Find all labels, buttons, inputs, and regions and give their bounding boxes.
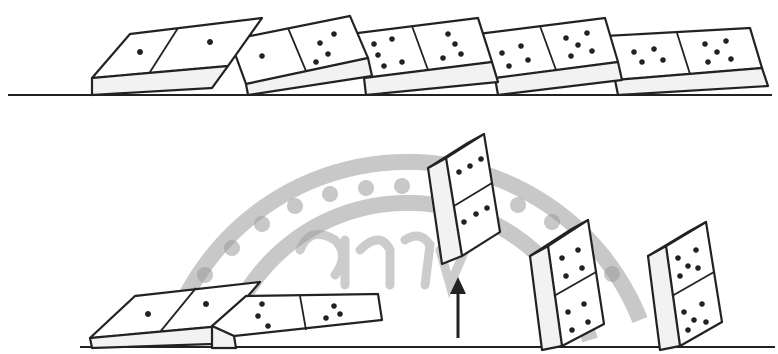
- domino-top-5: [605, 28, 768, 95]
- top-row: [8, 16, 772, 95]
- domino-bottom-raised: [428, 134, 500, 264]
- domino-bottom-2: [212, 294, 382, 348]
- domino-bottom-standing-2: [648, 222, 722, 350]
- domino-top-4: [478, 18, 622, 95]
- domino-top-3: [350, 18, 498, 95]
